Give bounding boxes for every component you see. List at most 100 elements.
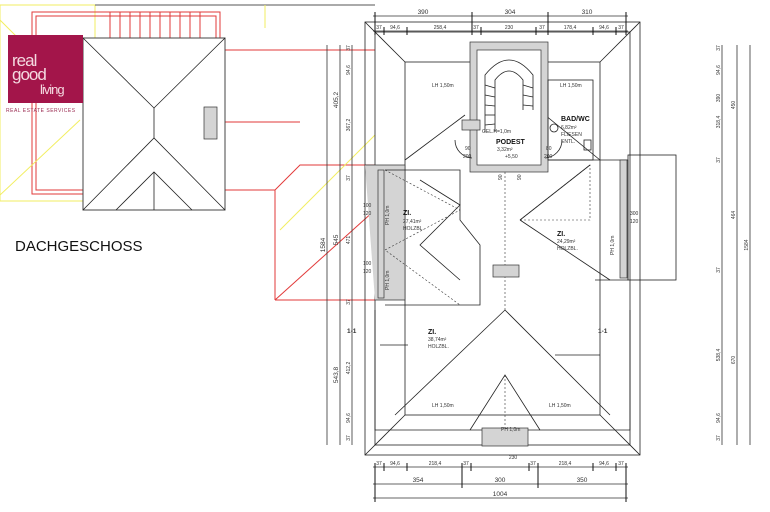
logo-tagline: REAL ESTATE SERVICES xyxy=(6,108,76,114)
room-area: 24,29m² xyxy=(557,239,576,245)
dim: 37 xyxy=(346,45,352,51)
opening-height: 120 xyxy=(630,219,639,225)
dim: 543,8 xyxy=(333,366,340,383)
dimensions-top: 390 304 310 37 94,6 258,4 37 230 37 178,… xyxy=(376,9,624,31)
page-title: DACHGESCHOSS xyxy=(15,238,143,255)
dim: 37 xyxy=(463,461,469,467)
dim: 37 xyxy=(473,25,479,31)
company-logo: real good living xyxy=(8,35,83,103)
dim: 545 xyxy=(333,234,340,245)
room-area: 3,32m² xyxy=(497,147,513,153)
dim: 390 xyxy=(716,94,722,103)
room-floor: HOLZBL. xyxy=(403,226,424,232)
dim: 94,6 xyxy=(716,65,722,75)
room-area: 27,41m² xyxy=(403,219,422,225)
room-floor: HOLZBL. xyxy=(428,344,449,350)
ph-label: PH 1,0m xyxy=(610,236,616,255)
opening-width: 90 xyxy=(465,146,471,152)
chimney-icon xyxy=(203,106,218,140)
dimensions-left: 1584 405,2 545 543,8 37 94,6 367,2 37 47… xyxy=(320,45,352,441)
dim: 300 xyxy=(495,477,506,484)
dim: 37 xyxy=(618,25,624,31)
dim: 464 xyxy=(731,211,737,220)
opening-height: 120 xyxy=(363,269,372,275)
room-name: BAD/WC xyxy=(561,116,590,123)
dimensions-right: 37 94,6 390 318,4 37 37 538,4 94,6 37 45… xyxy=(716,45,750,441)
logo-text: real xyxy=(12,51,37,70)
logo-text: good xyxy=(12,65,47,84)
dim: 310 xyxy=(582,9,593,16)
opening-width: 80 xyxy=(546,146,552,152)
dim: 412,2 xyxy=(346,362,352,375)
dim: 94,6 xyxy=(346,413,352,423)
opening-width: 100 xyxy=(363,203,372,209)
lh-label: LH 1,50m xyxy=(432,403,454,409)
room-name: ZI. xyxy=(557,231,565,238)
dim: 1584 xyxy=(744,239,750,250)
room-area: 6,82m² xyxy=(561,125,577,131)
chimney-icon xyxy=(492,264,520,278)
lh-label: LH 1,50m xyxy=(432,83,454,89)
dim: 670 xyxy=(731,356,737,365)
room-labels: ZI. 27,41m² HOLZBL. ZI. 24,29m² HOLZBL. … xyxy=(347,83,616,433)
dim: 37 xyxy=(346,435,352,441)
dim: 218,4 xyxy=(429,461,442,467)
dim: 450 xyxy=(731,101,737,110)
dim: 94,6 xyxy=(599,461,609,467)
section-marker: 1-1 xyxy=(598,328,608,335)
dim: 405,2 xyxy=(333,91,340,108)
dim: 37 xyxy=(376,25,382,31)
lh-label: LH 1,50m xyxy=(549,403,571,409)
dim: 94,6 xyxy=(390,25,400,31)
room-extra: ENTL. xyxy=(561,139,575,145)
dim: 37 xyxy=(346,175,352,181)
dim: 354 xyxy=(413,477,424,484)
dim: 37 xyxy=(376,461,382,467)
chimney-icon xyxy=(461,119,481,131)
dim: 230 xyxy=(509,455,518,461)
dim: 390 xyxy=(418,9,429,16)
dim: 37 xyxy=(530,461,536,467)
dim: 304 xyxy=(505,9,516,16)
section-marker: 1-1 xyxy=(347,328,357,335)
dim: 37 xyxy=(346,299,352,305)
dim: 37 xyxy=(539,25,545,31)
opening-height: 200 xyxy=(544,154,553,160)
dim: 1004 xyxy=(493,491,508,498)
dim: 94,6 xyxy=(346,65,352,75)
roof-overview xyxy=(0,4,376,301)
logo-text: living xyxy=(40,82,65,97)
opening-width: 300 xyxy=(630,211,639,217)
lh-label: LH 1,50m xyxy=(560,83,582,89)
dim: 94,6 xyxy=(599,25,609,31)
opening-height: 200 xyxy=(463,154,472,160)
room-level: +5,50 xyxy=(505,154,518,160)
room-name: ZI. xyxy=(403,210,411,217)
attic-plan xyxy=(326,12,751,502)
ph-label: PH 1,0m xyxy=(385,206,391,225)
railing-height: GEL.H=1,0m xyxy=(482,129,511,135)
room-name: ZI. xyxy=(428,329,436,336)
opening-width: 90 xyxy=(498,174,504,180)
dim: 94,6 xyxy=(390,461,400,467)
opening-height: 120 xyxy=(363,211,372,217)
ph-label: PH 1,0m xyxy=(385,271,391,290)
dimensions-bottom: 37 94,6 218,4 37 37 218,4 94,6 37 354 30… xyxy=(376,455,624,498)
opening-width: 90 xyxy=(517,174,523,180)
dim: 37 xyxy=(716,45,722,51)
dim: 218,4 xyxy=(559,461,572,467)
dim: 367,2 xyxy=(346,119,352,132)
room-area: 38,74m² xyxy=(428,337,447,343)
dim: 350 xyxy=(577,477,588,484)
dim: 37 xyxy=(716,157,722,163)
room-name: PODEST xyxy=(496,139,526,146)
opening-width: 100 xyxy=(363,261,372,267)
opening-labels: 90 200 80 200 100 120 100 120 300 120 90… xyxy=(363,146,639,275)
dim: 230 xyxy=(505,25,514,31)
dim: 318,4 xyxy=(716,116,722,129)
dim: 538,4 xyxy=(716,349,722,362)
dim: 37 xyxy=(716,267,722,273)
dim: 37 xyxy=(716,435,722,441)
ph-label: PH 1,0m xyxy=(501,427,520,433)
